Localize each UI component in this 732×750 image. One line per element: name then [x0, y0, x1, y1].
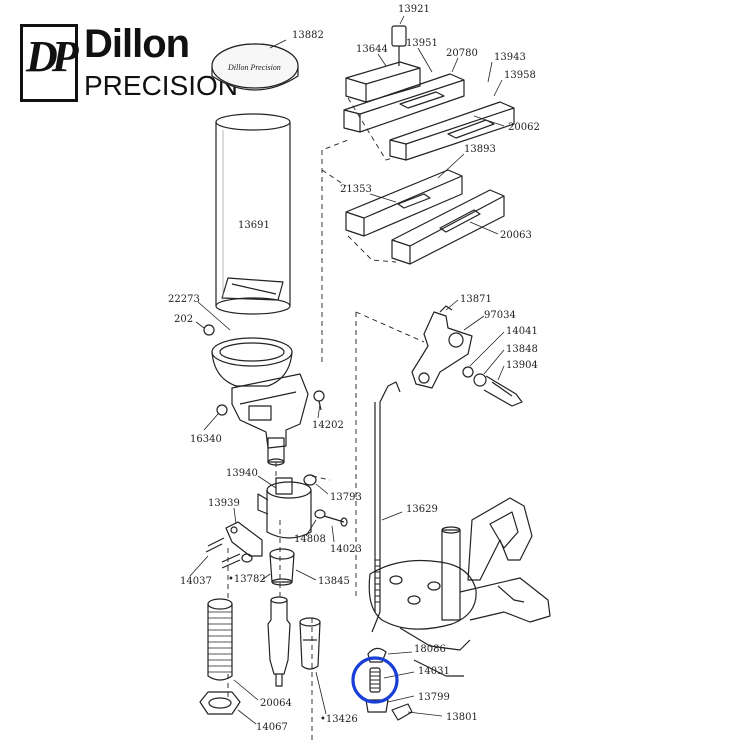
label-97034: 97034 [484, 310, 516, 321]
dillon-logo-mark: DP [20, 24, 79, 102]
label-14037: 14037 [180, 576, 212, 587]
powder-bar-set-small [345, 169, 505, 265]
label-13943: 13943 [494, 52, 526, 63]
label-13426: •13426 [320, 714, 358, 725]
label-13958: 13958 [504, 70, 536, 81]
press-frame [368, 497, 551, 677]
label-14202: 14202 [312, 420, 344, 431]
label-20064: 20064 [260, 698, 292, 709]
label-13801: 13801 [446, 712, 478, 723]
label-13793: 13793 [330, 492, 362, 503]
label-13871: 13871 [460, 294, 492, 305]
label-14031: 14031 [418, 666, 450, 677]
hopper-cap: Dillon Precision [211, 43, 299, 91]
label-202: 202 [174, 314, 193, 325]
powder-funnel [267, 596, 291, 687]
label-20063: 20063 [500, 230, 532, 241]
label-13904: 13904 [506, 360, 538, 371]
logo-brand-line1: Dillon [84, 22, 190, 66]
label-16340: 16340 [190, 434, 222, 445]
label-21353: 21353 [340, 184, 372, 195]
powder-measure-linkage [411, 305, 523, 407]
label-22273: 22273 [168, 294, 200, 305]
label-13951: 13951 [406, 38, 438, 49]
label-14041: 14041 [506, 326, 538, 337]
logo-monogram: DP [26, 32, 79, 81]
powder-die-body [199, 598, 241, 715]
actuator-lever [205, 521, 263, 569]
powder-hopper-tube [215, 113, 291, 315]
label-13845: 13845 [318, 576, 350, 587]
measure-cylinder [257, 474, 348, 539]
powder-die-expander [299, 617, 321, 670]
label-14808: 14808 [294, 534, 326, 545]
label-13939: 13939 [208, 498, 240, 509]
part-number-labels: 13882 13921 13644 13951 20780 13943 1395… [168, 4, 540, 733]
cap-lettering: Dillon Precision [227, 63, 281, 72]
label-13782: •13782 [228, 574, 266, 585]
label-14067: 14067 [256, 722, 288, 733]
label-13691: 13691 [238, 220, 270, 231]
label-13629: 13629 [406, 504, 438, 515]
callout-leaders [189, 15, 505, 725]
assembly-guide-lines [227, 97, 425, 740]
label-13921: 13921 [398, 4, 430, 15]
label-13940: 13940 [226, 468, 258, 479]
label-18086: 18086 [414, 644, 446, 655]
label-13799: 13799 [418, 692, 450, 703]
label-20062: 20062 [508, 122, 540, 133]
label-13882: 13882 [292, 30, 324, 41]
label-20780: 20780 [446, 48, 478, 59]
label-14023: 14023 [330, 544, 362, 555]
label-13893: 13893 [464, 144, 496, 155]
highlight-circle [351, 656, 399, 704]
failsafe-rod [374, 381, 401, 612]
label-13644: 13644 [356, 44, 388, 55]
powder-bar-set-large [343, 25, 515, 161]
powder-measure-body [211, 337, 309, 466]
label-13848: 13848 [506, 344, 538, 355]
powder-funnel-tube [269, 548, 295, 586]
